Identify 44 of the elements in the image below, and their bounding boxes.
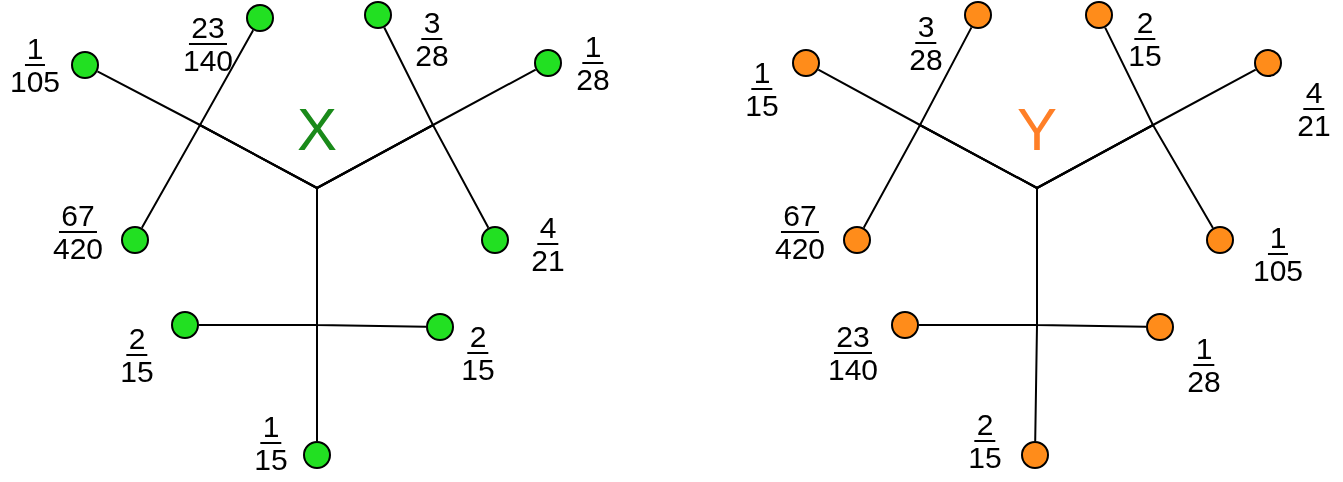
fraction-numerator: 1 bbox=[1193, 333, 1215, 366]
fraction-numerator: 1 bbox=[24, 33, 46, 66]
connector-line bbox=[862, 123, 1038, 229]
fraction-numerator: 1 bbox=[1267, 222, 1289, 255]
fraction-denominator: 105 bbox=[1251, 255, 1305, 286]
fraction-numerator: 1 bbox=[260, 411, 282, 444]
fraction-denominator: 28 bbox=[1186, 366, 1222, 397]
fraction-denominator: 420 bbox=[773, 233, 827, 264]
fraction-numerator: 2 bbox=[1134, 7, 1156, 40]
fraction-numerator: 3 bbox=[915, 11, 937, 44]
fraction-denominator: 15 bbox=[1127, 40, 1163, 71]
fraction-numerator: 4 bbox=[537, 212, 559, 245]
fraction-numerator: 23 bbox=[189, 12, 227, 45]
fraction-denominator: 420 bbox=[51, 233, 105, 264]
fraction-numerator: 67 bbox=[59, 200, 97, 233]
fraction-numerator: 67 bbox=[781, 200, 819, 233]
fraction-denominator: 15 bbox=[967, 442, 1003, 473]
fraction-numerator: 23 bbox=[834, 321, 872, 354]
fraction-denominator: 28 bbox=[908, 44, 944, 75]
fraction-denominator: 21 bbox=[1296, 110, 1332, 141]
fraction-denominator: 21 bbox=[530, 245, 566, 276]
fraction-numerator: 2 bbox=[467, 321, 489, 354]
fraction-numerator: 2 bbox=[126, 323, 148, 356]
fraction-denominator: 15 bbox=[460, 354, 496, 385]
fraction-denominator: 28 bbox=[575, 64, 611, 95]
fraction-numerator: 1 bbox=[582, 31, 604, 64]
tree-label: X bbox=[277, 100, 357, 188]
fraction-numerator: 2 bbox=[974, 409, 996, 442]
fraction-numerator: 1 bbox=[751, 57, 773, 90]
fraction-denominator: 28 bbox=[414, 40, 450, 71]
fraction-denominator: 140 bbox=[826, 354, 880, 385]
tree-label: Y bbox=[997, 100, 1077, 188]
fraction-denominator: 15 bbox=[253, 444, 289, 475]
fraction-denominator: 105 bbox=[8, 66, 62, 97]
connector-line bbox=[316, 187, 318, 442]
connector-line bbox=[316, 123, 490, 229]
connector-line bbox=[140, 123, 318, 229]
fraction-denominator: 140 bbox=[181, 45, 235, 76]
fraction-denominator: 15 bbox=[744, 90, 780, 121]
connector-line bbox=[1036, 123, 1214, 229]
connector-line bbox=[1034, 187, 1038, 442]
fraction-numerator: 4 bbox=[1303, 77, 1325, 110]
fraction-numerator: 3 bbox=[421, 7, 443, 40]
fraction-denominator: 15 bbox=[119, 356, 155, 387]
